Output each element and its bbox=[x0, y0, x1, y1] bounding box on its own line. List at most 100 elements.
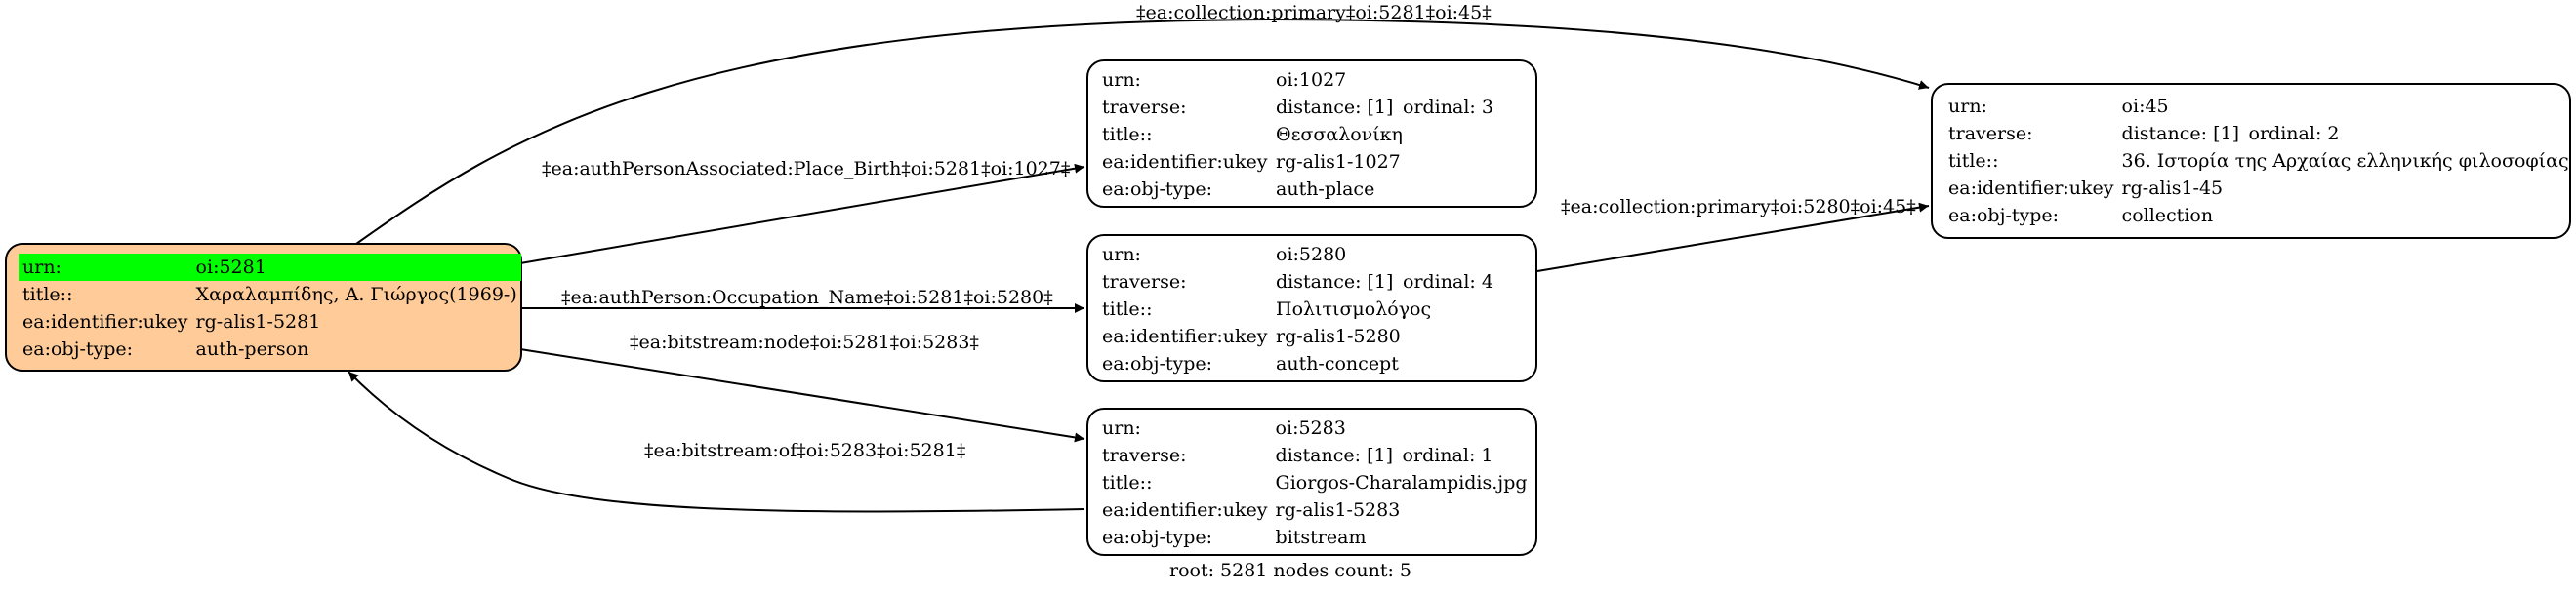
row-key: ea:obj-type: bbox=[1948, 205, 2060, 226]
row-value: oi:5280 bbox=[1276, 244, 1347, 265]
graph-footer: root: 5281 nodes count: 5 bbox=[1169, 560, 1412, 581]
edge-label-collection-primary-root: ‡ea:collection:primary‡oi:5281‡oi:45‡ bbox=[1136, 2, 1492, 23]
row-value: oi:5283 bbox=[1275, 417, 1346, 439]
edge-label-bitstream-node: ‡ea:bitstream:node‡oi:5281‡oi:5283‡ bbox=[630, 332, 979, 353]
title-row: title::36. Ιστορία της Αρχαίας ελληνικής… bbox=[1944, 147, 2573, 175]
edge-label-bitstream-of: ‡ea:bitstream:of‡oi:5283‡oi:5281‡ bbox=[644, 440, 966, 461]
row-key: urn: bbox=[1102, 244, 1141, 265]
row-value: oi:45 bbox=[2121, 96, 2169, 117]
row-key: urn: bbox=[1948, 96, 1987, 117]
row-key: urn: bbox=[1102, 417, 1141, 439]
title-row: title::Giorgos-Charalampidis.jpg bbox=[1098, 469, 1532, 496]
distance-value: distance: [1] bbox=[1276, 271, 1394, 293]
edge-label-occupation: ‡ea:authPerson:Occupation_Name‡oi:5281‡o… bbox=[561, 287, 1053, 308]
type-row: ea:obj-type:auth-concept bbox=[1098, 350, 1497, 377]
root-type-row: ea:obj-type: auth-person bbox=[19, 336, 521, 363]
urn-row: urn: oi:45 bbox=[1944, 93, 2573, 120]
row-key: ea:identifier:ukey bbox=[1102, 151, 1268, 173]
type-row: ea:obj-type: auth-place bbox=[1098, 176, 1497, 203]
row-value: collection bbox=[2121, 205, 2214, 226]
urn-row: urn: oi:5280 bbox=[1098, 241, 1497, 268]
edge-bitstream-to-root bbox=[348, 371, 1085, 513]
root-node-table: urn:oi:5281 title::Χαραλαμπίδης, Α. Γιώρ… bbox=[19, 254, 521, 363]
ukey-row: ea:identifier:ukey rg-alis1-5280 bbox=[1098, 323, 1497, 350]
edge-concept-to-collection bbox=[1536, 202, 1930, 272]
traverse-row: traverse:distance: [1]ordinal: 3 bbox=[1098, 94, 1497, 121]
row-value: Giorgos-Charalampidis.jpg bbox=[1275, 472, 1528, 494]
row-value: rg-alis1-5283 bbox=[1275, 499, 1401, 521]
title-row: title::Πολιτισμολόγος bbox=[1098, 296, 1497, 323]
row-value: Θεσσαλονίκη bbox=[1276, 124, 1403, 145]
row-value: distance: [1] ordinal: 4 bbox=[1272, 268, 1497, 296]
node-table: urn: oi:5283 traverse: distance: [1] ordina… bbox=[1098, 415, 1532, 551]
row-key: ea:obj-type: bbox=[22, 338, 134, 360]
root-node[interactable]: urn:oi:5281 title::Χαραλαμπίδης, Α. Γιώρ… bbox=[5, 243, 522, 372]
distance-value: distance: [1] bbox=[1275, 445, 1393, 466]
edge-root-to-collection bbox=[355, 18, 1930, 245]
row-key: urn: bbox=[1102, 69, 1141, 91]
edge-root-to-place bbox=[519, 163, 1085, 264]
row-value: auth-concept bbox=[1276, 353, 1399, 375]
row-key: traverse: bbox=[1102, 271, 1187, 293]
traverse-row: traverse: distance: [1] ordinal: 2 bbox=[1944, 120, 2573, 147]
row-value: distance: [1] ordinal: 3 bbox=[1272, 94, 1497, 121]
row-value: 36. Ιστορία της Αρχαίας ελληνικής φιλοσο… bbox=[2121, 150, 2569, 172]
row-key: ea:obj-type: bbox=[1102, 527, 1213, 548]
row-value: rg-alis1-1027 bbox=[1276, 151, 1401, 173]
root-urn-row: urn:oi:5281 bbox=[19, 254, 521, 281]
row-key: ea:identifier:ukey bbox=[1948, 178, 2114, 199]
row-value: rg-alis1-45 bbox=[2121, 178, 2224, 199]
row-key: title:: bbox=[22, 284, 73, 305]
ukey-row: ea:identifier:ukey rg-alis1-45 bbox=[1944, 175, 2573, 202]
row-value: auth-person bbox=[195, 338, 309, 360]
row-key: title:: bbox=[1948, 150, 1999, 172]
row-value: distance: [1] ordinal: 2 bbox=[2118, 120, 2573, 147]
row-value: distance: [1] ordinal: 1 bbox=[1272, 442, 1532, 469]
row-value: oi:1027 bbox=[1276, 69, 1347, 91]
edge-root-to-bitstream bbox=[519, 348, 1085, 443]
edge-label-collection-primary-concept: ‡ea:collection:primary‡oi:5280‡oi:45‡ bbox=[1561, 196, 1916, 217]
traverse-row: traverse: distance: [1] ordinal: 4 bbox=[1098, 268, 1497, 296]
ordinal-value: ordinal: 1 bbox=[1402, 445, 1493, 466]
node-table: urn:oi:1027 traverse:distance: [1]ordina… bbox=[1098, 66, 1497, 203]
ordinal-value: ordinal: 2 bbox=[2248, 123, 2340, 144]
ukey-row: ea:identifier:ukey rg-alis1-5283 bbox=[1098, 496, 1532, 524]
type-row: ea:obj-type: bitstream bbox=[1098, 524, 1532, 551]
ordinal-value: ordinal: 4 bbox=[1403, 271, 1493, 293]
row-key: traverse: bbox=[1102, 445, 1187, 466]
row-value: oi:5281 bbox=[191, 254, 521, 281]
ukey-row: ea:identifier:ukey rg-alis1-1027 bbox=[1098, 148, 1497, 176]
ordinal-value: ordinal: 3 bbox=[1403, 97, 1493, 118]
row-key: urn: bbox=[19, 254, 192, 281]
row-key: ea:identifier:ukey bbox=[1102, 326, 1268, 347]
urn-row: urn: oi:1027 bbox=[1098, 66, 1497, 94]
root-title-row: title::Χαραλαμπίδης, Α. Γιώργος(1969-) bbox=[19, 281, 521, 308]
row-key: ea:identifier:ukey bbox=[1102, 499, 1268, 521]
node-table: urn: oi:45 traverse: distance: [1] ordinal:… bbox=[1944, 93, 2573, 229]
row-key: ea:identifier:ukey bbox=[22, 311, 188, 333]
root-ukey-row: ea:identifier:ukey rg-alis1-5281 bbox=[19, 308, 521, 336]
row-key: title:: bbox=[1102, 298, 1153, 320]
node-table: urn: oi:5280 traverse: distance: [1] ordina… bbox=[1098, 241, 1497, 377]
row-key: traverse: bbox=[1948, 123, 2033, 144]
row-value: auth-place bbox=[1276, 178, 1375, 200]
row-key: title:: bbox=[1102, 472, 1153, 494]
row-key: title:: bbox=[1102, 124, 1153, 145]
row-value: rg-alis1-5280 bbox=[1276, 326, 1401, 347]
distance-value: distance: [1] bbox=[1276, 97, 1394, 118]
node-oi-5283[interactable]: urn: oi:5283 traverse: distance: [1] ordina… bbox=[1086, 408, 1537, 556]
edge-label-place-birth: ‡ea:authPersonAssociated:Place_Birth‡oi:… bbox=[542, 158, 1071, 179]
urn-row: urn: oi:5283 bbox=[1098, 415, 1532, 442]
row-value: Χαραλαμπίδης, Α. Γιώργος(1969-) bbox=[195, 284, 517, 305]
node-oi-5280[interactable]: urn: oi:5280 traverse: distance: [1] ordina… bbox=[1086, 234, 1537, 382]
node-oi-45[interactable]: urn: oi:45 traverse: distance: [1] ordinal:… bbox=[1931, 83, 2571, 239]
row-value: Πολιτισμολόγος bbox=[1276, 298, 1432, 320]
node-oi-1027[interactable]: urn:oi:1027 traverse:distance: [1]ordina… bbox=[1086, 59, 1537, 208]
row-value: rg-alis1-5281 bbox=[195, 311, 321, 333]
distance-value: distance: [1] bbox=[2121, 123, 2239, 144]
type-row: ea:obj-type: collection bbox=[1944, 202, 2573, 229]
row-key: ea:obj-type: bbox=[1102, 178, 1213, 200]
title-row: title::Θεσσαλονίκη bbox=[1098, 121, 1497, 148]
row-value: bitstream bbox=[1275, 527, 1367, 548]
